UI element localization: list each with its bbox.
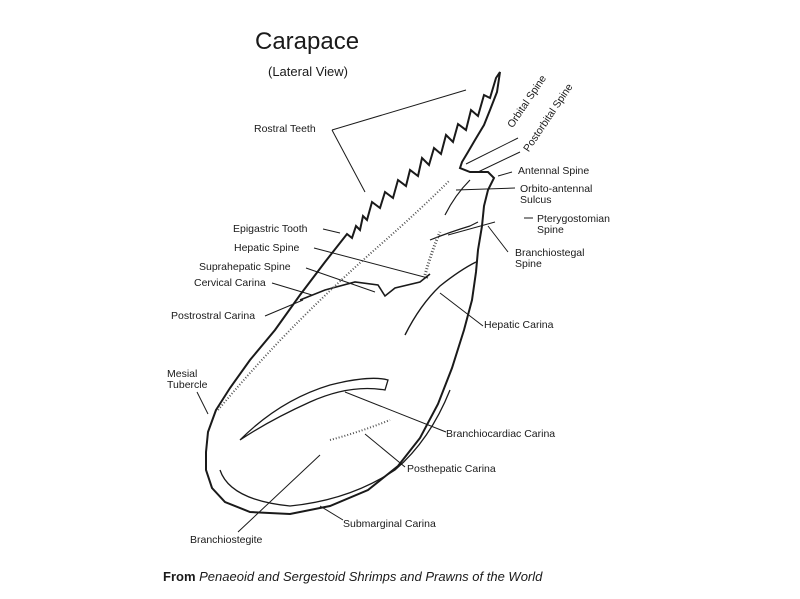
diagram-title: Carapace [255,28,360,55]
carapace-outline [205,71,501,516]
orbito-antennal-sulcus-line [444,179,471,216]
label-suprahepatic-spine: Suprahepatic Spine [199,261,291,273]
label-mesial-tubercle: Mesial Tubercle [167,368,208,391]
label-antennal-spine: Antennal Spine [518,165,590,177]
posthepatic-stipple [329,419,391,441]
credit-source-title: Penaeoid and Sergestoid Shrimps and Praw… [199,569,543,584]
postrostral-carina-stipple [217,179,451,411]
diagram-subtitle: (Lateral View) [268,64,348,79]
label-pterygostomian-spine: Pterygostomian Spine [537,213,610,236]
cervical-carina-line [299,273,431,301]
label-cervical-carina: Cervical Carina [194,277,266,289]
label-branchiocardiac-carina: Branchiocardiac Carina [446,428,556,440]
hepatic-carina-line [404,261,477,336]
label-branchiostegite: Branchiostegite [190,534,263,546]
label-hepatic-carina: Hepatic Carina [484,319,554,331]
label-branchiostegal-spine: Branchiostegal Spine [515,247,585,270]
source-credit: From Penaeoid and Sergestoid Shrimps and… [163,569,542,584]
hepatic-stipple [423,231,442,276]
label-submarginal-carina: Submarginal Carina [343,518,436,530]
label-hepatic-spine: Hepatic Spine [234,242,300,254]
submarginal-carina-line [219,389,451,507]
label-postrostral-carina: Postrostral Carina [171,310,256,322]
label-epigastric-tooth: Epigastric Tooth [233,223,308,235]
leader-lines [196,89,533,533]
label-orbito-antennal-sulcus: Orbito-antennal Sulcus [520,183,593,206]
branchiocardiac-carina-line [239,377,389,441]
credit-prefix: From [163,569,196,584]
antennal-groove-line [429,221,479,241]
label-rostral-teeth: Rostral Teeth [254,123,316,135]
label-posthepatic-carina: Posthepatic Carina [407,463,496,475]
